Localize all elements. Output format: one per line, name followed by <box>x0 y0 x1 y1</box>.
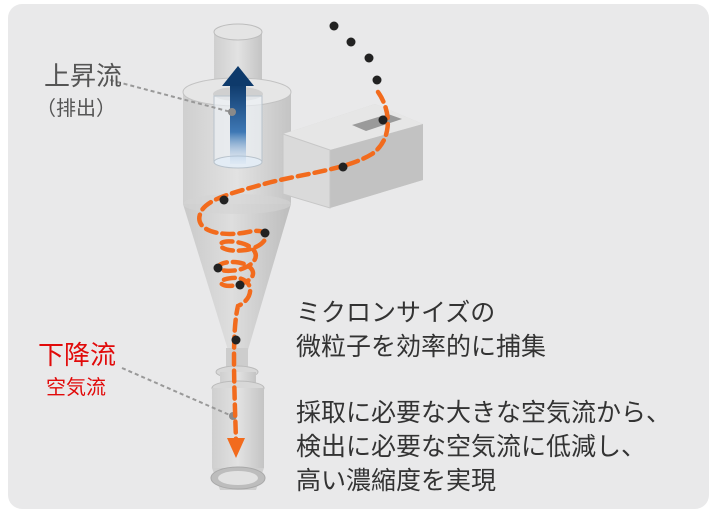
downflow-leader-line <box>121 367 233 417</box>
description-line: 検出に必要な空気流に低減し、 <box>296 432 647 461</box>
description-capture: ミクロンサイズの 微粒子を効率的に捕集 <box>296 296 546 364</box>
description-line: ミクロンサイズの <box>296 298 496 327</box>
upflow-sublabel: （排出） <box>36 96 116 120</box>
inlet-duct <box>282 104 423 209</box>
description-concentration: 採取に必要な大きな空気流から、 検出に必要な空気流に低減し、 高い濃縮度を実現 <box>296 396 671 498</box>
downflow-sublabel: 空気流 <box>46 375 106 399</box>
diagram-panel <box>8 4 709 509</box>
description-line: 採取に必要な大きな空気流から、 <box>296 398 672 427</box>
description-line: 高い濃縮度を実現 <box>296 466 497 495</box>
upflow-leader-dot <box>228 108 236 116</box>
airflow-path <box>197 89 391 443</box>
particles <box>213 21 388 345</box>
upflow-arrow-icon <box>222 66 254 164</box>
description-line: 微粒子を効率的に捕集 <box>296 332 547 361</box>
downflow-label: 下降流 <box>38 341 117 371</box>
collection-pipe <box>210 348 266 490</box>
upflow-label: 上昇流 <box>44 62 123 92</box>
downflow-arrow-icon <box>227 438 245 458</box>
